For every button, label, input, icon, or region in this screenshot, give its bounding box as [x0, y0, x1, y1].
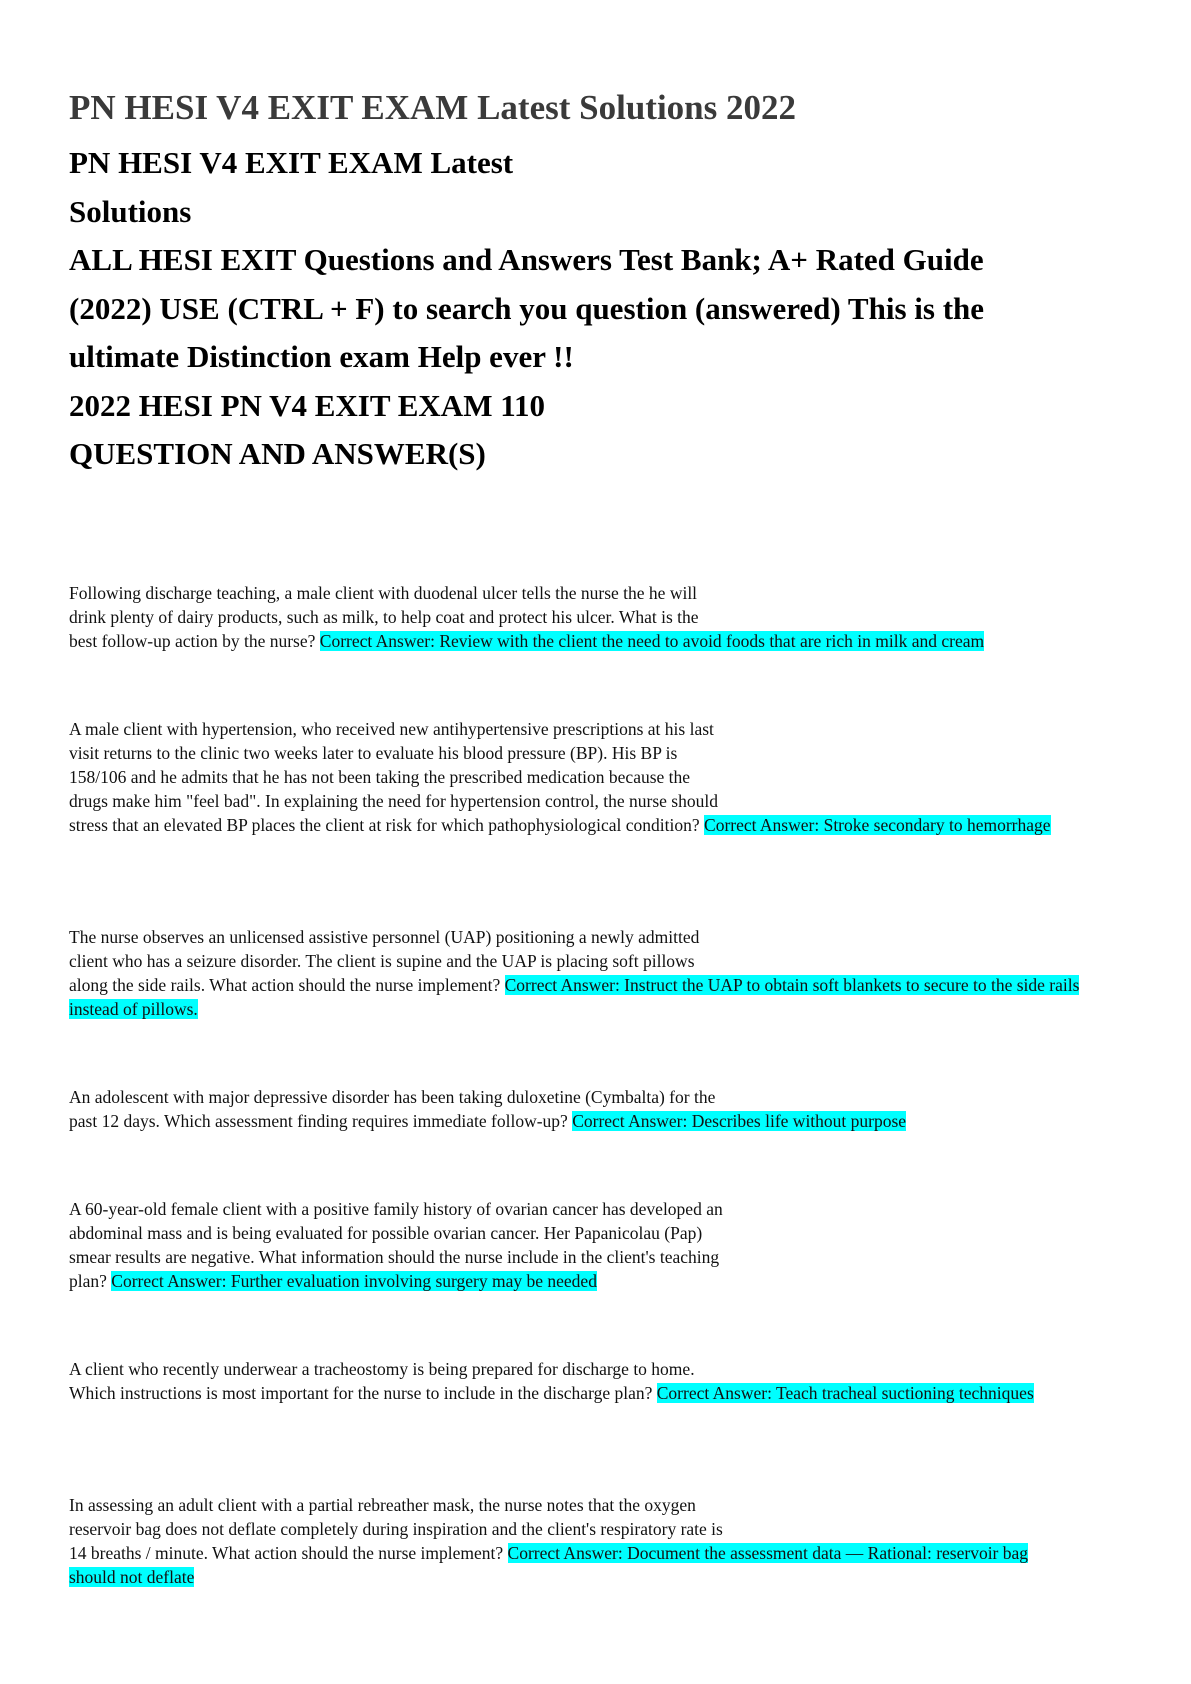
question-text-line: In assessing an adult client with a part… [69, 1495, 696, 1515]
question-block-3: The nurse observes an unlicensed assisti… [69, 925, 1169, 1021]
question-text-line: smear results are negative. What informa… [69, 1247, 720, 1267]
subheading-line: 2022 HESI PN V4 EXIT EXAM 110 [69, 387, 545, 423]
correct-answer-highlight: Correct Answer: Describes life without p… [572, 1111, 907, 1131]
question-final-line: plan? Correct Answer: Further evaluation… [69, 1269, 1169, 1293]
question-block-6: A client who recently underwear a trache… [69, 1357, 1169, 1405]
question-text-line: A male client with hypertension, who rec… [69, 719, 714, 739]
subheading-line: ALL HESI EXIT Questions and Answers Test… [69, 242, 984, 277]
subheading-line: (2022) USE (CTRL + F) to search you ques… [69, 290, 985, 326]
question-final-line: past 12 days. Which assessment finding r… [69, 1109, 1169, 1133]
document-title: PN HESI V4 EXIT EXAM Latest Solutions 20… [69, 88, 797, 127]
question-final-line: stress that an elevated BP places the cl… [69, 813, 1109, 837]
question-final-line: 14 breaths / minute. What action should … [69, 1541, 1069, 1589]
question-text-line: 158/106 and he admits that he has not be… [69, 767, 691, 787]
question-text-line: drink plenty of dairy products, such as … [69, 607, 699, 627]
subheading-line: PN HESI V4 EXIT EXAM Latest [69, 145, 514, 180]
question-text: plan? [69, 1271, 107, 1291]
question-block-7: In assessing an adult client with a part… [69, 1493, 1169, 1589]
question-text-line: abdominal mass and is being evaluated fo… [69, 1223, 703, 1243]
question-final-line: best follow-up action by the nurse? Corr… [69, 629, 1169, 653]
question-block-2: A male client with hypertension, who rec… [69, 717, 1169, 837]
question-final-line: Which instructions is most important for… [69, 1381, 1109, 1405]
subheading-line: Solutions [69, 193, 192, 229]
question-text-line: An adolescent with major depressive diso… [69, 1087, 716, 1107]
document-subheading: PN HESI V4 EXIT EXAM Latest Solutions AL… [69, 139, 1149, 479]
correct-answer-highlight: Correct Answer: Review with the client t… [319, 631, 985, 651]
question-text: past 12 days. Which assessment finding r… [69, 1111, 568, 1131]
question-text: Which instructions is most important for… [69, 1383, 653, 1403]
question-text: stress that an elevated BP places the cl… [69, 815, 700, 835]
question-text-line: drugs make him "feel bad". In explaining… [69, 791, 718, 811]
subheading-line: QUESTION AND ANSWER(S) [69, 436, 486, 471]
question-text-line: reservoir bag does not deflate completel… [69, 1519, 723, 1539]
question-block-1: Following discharge teaching, a male cli… [69, 581, 1169, 653]
question-text-line: A 60-year-old female client with a posit… [69, 1199, 723, 1219]
question-text-line: The nurse observes an unlicensed assisti… [69, 927, 700, 947]
correct-answer-highlight: Correct Answer: Stroke secondary to hemo… [704, 815, 1051, 835]
question-text-line: Following discharge teaching, a male cli… [69, 583, 698, 603]
question-text-line: visit returns to the clinic two weeks la… [69, 743, 678, 763]
question-text: best follow-up action by the nurse? [69, 631, 316, 651]
question-text: along the side rails. What action should… [69, 975, 501, 995]
question-text-line: client who has a seizure disorder. The c… [69, 951, 695, 971]
subheading-line: ultimate Distinction exam Help ever !! [69, 339, 574, 374]
question-text: 14 breaths / minute. What action should … [69, 1543, 504, 1563]
correct-answer-highlight: Correct Answer: Teach tracheal suctionin… [656, 1383, 1034, 1403]
question-text-line: A client who recently underwear a trache… [69, 1359, 695, 1379]
question-final-line: along the side rails. What action should… [69, 973, 1129, 1021]
correct-answer-highlight: Correct Answer: Further evaluation invol… [111, 1271, 597, 1291]
question-block-4: An adolescent with major depressive diso… [69, 1085, 1169, 1133]
question-block-5: A 60-year-old female client with a posit… [69, 1197, 1169, 1293]
